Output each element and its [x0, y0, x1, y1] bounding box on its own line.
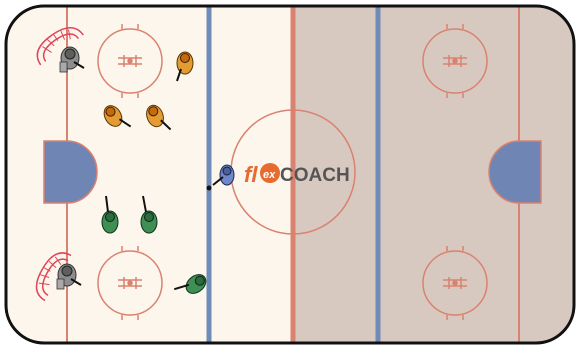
logo-text-coach: COACH	[280, 165, 350, 186]
goal-crease-right	[489, 141, 541, 203]
goal-crease-left	[44, 141, 97, 203]
logo-text-ex: ex	[263, 169, 276, 181]
logo-text-fl: fl	[244, 162, 258, 187]
puck-icon	[207, 186, 212, 191]
